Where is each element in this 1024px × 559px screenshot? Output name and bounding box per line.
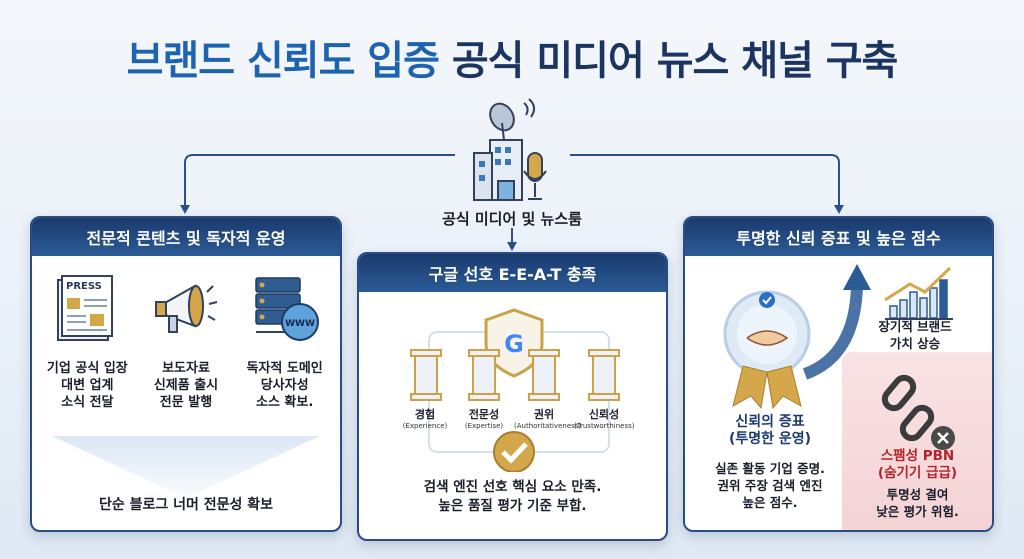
pillar-authoritativeness: 권위(Authoritativeness) (514, 408, 582, 430)
server-globe-icon: WWW (254, 277, 319, 341)
svg-text:PRESS: PRESS (66, 281, 102, 292)
press-newspaper-icon: PRESS (57, 275, 114, 341)
panel-header: 투명한 신뢰 증표 및 높은 점수 (685, 218, 992, 256)
check-badge-icon (493, 431, 535, 472)
pillar-trustworthiness: 신뢰성(Trustworthiness) (574, 408, 635, 430)
funnel-arrow (52, 436, 320, 498)
trust-badge-icon (723, 290, 811, 410)
pillar-icons (410, 349, 620, 401)
hub-label: 공식 미디어 및 뉴스룸 (442, 210, 582, 228)
panel-eeat: 구글 선호 E-E-A-T 충족 G 경험(Experience) 전문성(Ex… (357, 252, 668, 541)
page-title: 브랜드 신뢰도 입증 공식 미디어 뉴스 채널 구축 (126, 38, 899, 84)
svg-text:G: G (504, 330, 524, 358)
google-shield-icon: G (484, 308, 544, 378)
eeat-summary: 검색 엔진 선호 핵심 요소 만족.높은 품질 평가 기준 부합. (423, 479, 602, 514)
panel-header: 구글 선호 E-E-A-T 충족 (359, 254, 666, 292)
up-arrow-icon (802, 285, 863, 380)
spam-warning-box (842, 352, 992, 530)
pillar-expertise: 전문성(Expertise) (464, 408, 504, 430)
trust-title: 신뢰의 증표(투명한 운영) (728, 414, 812, 447)
panel-header: 전문적 콘텐츠 및 독자적 운영 (32, 218, 340, 256)
broken-chain-icon (881, 374, 955, 450)
megaphone-icon (154, 284, 218, 333)
svg-text:WWW: WWW (285, 319, 315, 329)
newsroom-building-icon (473, 98, 547, 201)
spam-title: 스팸성 PBN(숨기기 급급) (877, 448, 958, 481)
panel-footer: 단순 블로그 너머 전문성 확보 (98, 497, 274, 513)
growth-chart-icon (884, 266, 953, 320)
pillar-experience: 경험(Experience) (402, 408, 448, 430)
